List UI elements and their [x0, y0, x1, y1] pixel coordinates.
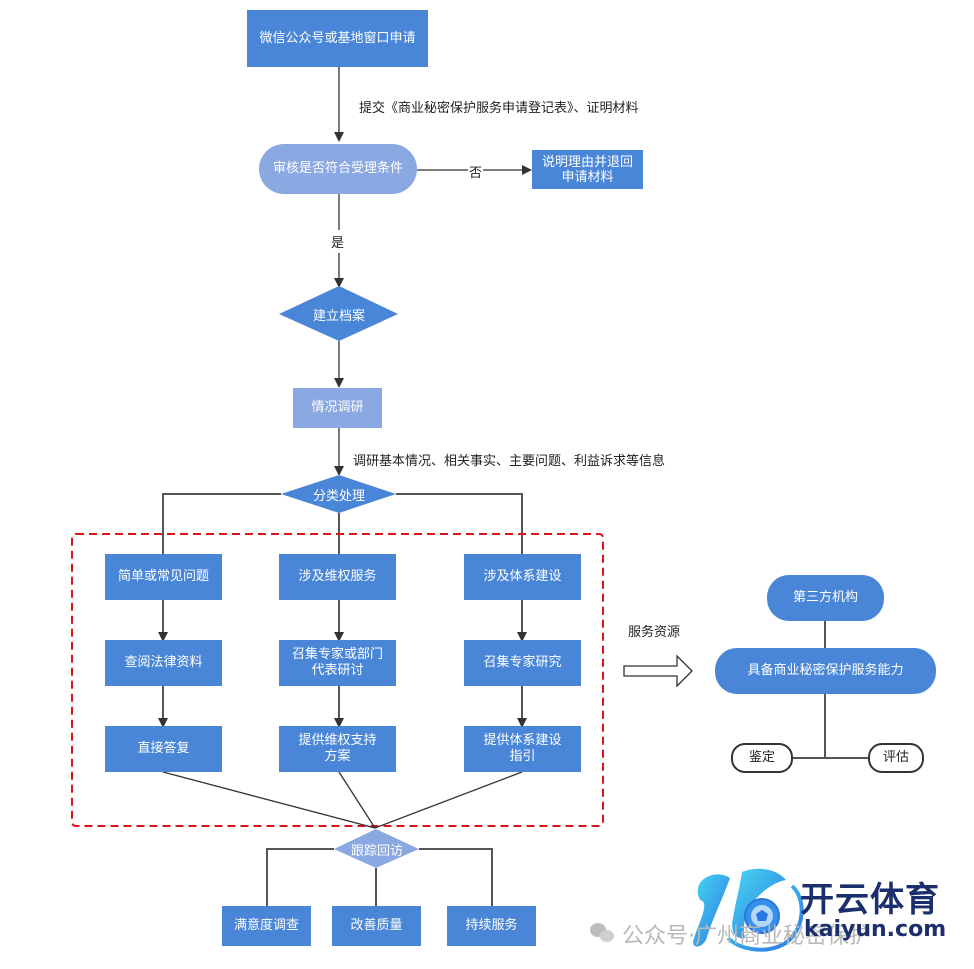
connector-classify-right [396, 493, 523, 555]
branch-category-simple[interactable]: 简单或常见问题 [105, 554, 222, 600]
third-party-node[interactable]: 第三方机构 [767, 575, 884, 621]
connector-followup-right [419, 848, 493, 906]
branch-category-system[interactable]: 涉及体系建设 [464, 554, 581, 600]
branch-result-rights[interactable]: 提供维权支持 方案 [279, 726, 396, 772]
connector-followup-left [266, 848, 334, 906]
archive-diamond[interactable] [279, 286, 398, 341]
evaluate-node[interactable]: 评估 [868, 743, 924, 773]
start-node[interactable]: 微信公众号或基地窗口申请 [247, 10, 428, 67]
outcome-continuous[interactable]: 持续服务 [447, 906, 536, 946]
submit-edge-label: 提交《商业秘密保护服务申请登记表》、证明材料 [359, 97, 639, 116]
capability-node[interactable]: 具备商业秘密保护服务能力 [715, 648, 936, 694]
outcome-satisfaction[interactable]: 满意度调查 [222, 906, 311, 946]
yes-edge-label: 是 [331, 230, 345, 253]
wechat-icon [590, 923, 614, 942]
branch-result-simple[interactable]: 直接答复 [105, 726, 222, 772]
branch-step-simple[interactable]: 查阅法律资料 [105, 640, 222, 686]
follow-up-diamond[interactable] [334, 829, 419, 868]
no-edge-label: 否 [468, 162, 484, 181]
hollow-arrow-icon [623, 654, 693, 688]
brand-name-en: kaiyun.com [804, 917, 947, 942]
archive-label: 建立档案 [312, 308, 365, 324]
connector-converge-left [162, 771, 376, 829]
processing-group-border [71, 533, 604, 827]
reject-node[interactable]: 说明理由并退回 申请材料 [532, 150, 643, 189]
classify-diamond[interactable] [281, 475, 396, 513]
connector-classify-left [162, 493, 281, 555]
classify-label: 分类处理 [312, 488, 365, 504]
branch-step-rights[interactable]: 召集专家或部门 代表研讨 [279, 640, 396, 686]
connector-converge-right [374, 771, 523, 829]
branch-step-system[interactable]: 召集专家研究 [464, 640, 581, 686]
service-resources-label: 服务资源 [628, 625, 681, 640]
branch-category-rights[interactable]: 涉及维权服务 [279, 554, 396, 600]
review-node[interactable]: 审核是否符合受理条件 [259, 144, 417, 194]
brand-name-cn: 开云体育 [800, 880, 940, 920]
connector-converge-middle [338, 771, 376, 829]
research-node[interactable]: 情况调研 [293, 388, 382, 428]
follow-up-label: 跟踪回访 [350, 843, 403, 859]
appraise-node[interactable]: 鉴定 [731, 743, 793, 773]
outcome-quality[interactable]: 改善质量 [332, 906, 421, 946]
watermark-text: 公众号·广州商业秘密保护 [622, 924, 871, 949]
research-edge-label: 调研基本情况、相关事实、主要问题、利益诉求等信息 [353, 454, 666, 469]
kaiyun-logo-icon [693, 868, 804, 952]
branch-result-system[interactable]: 提供体系建设 指引 [464, 726, 581, 772]
